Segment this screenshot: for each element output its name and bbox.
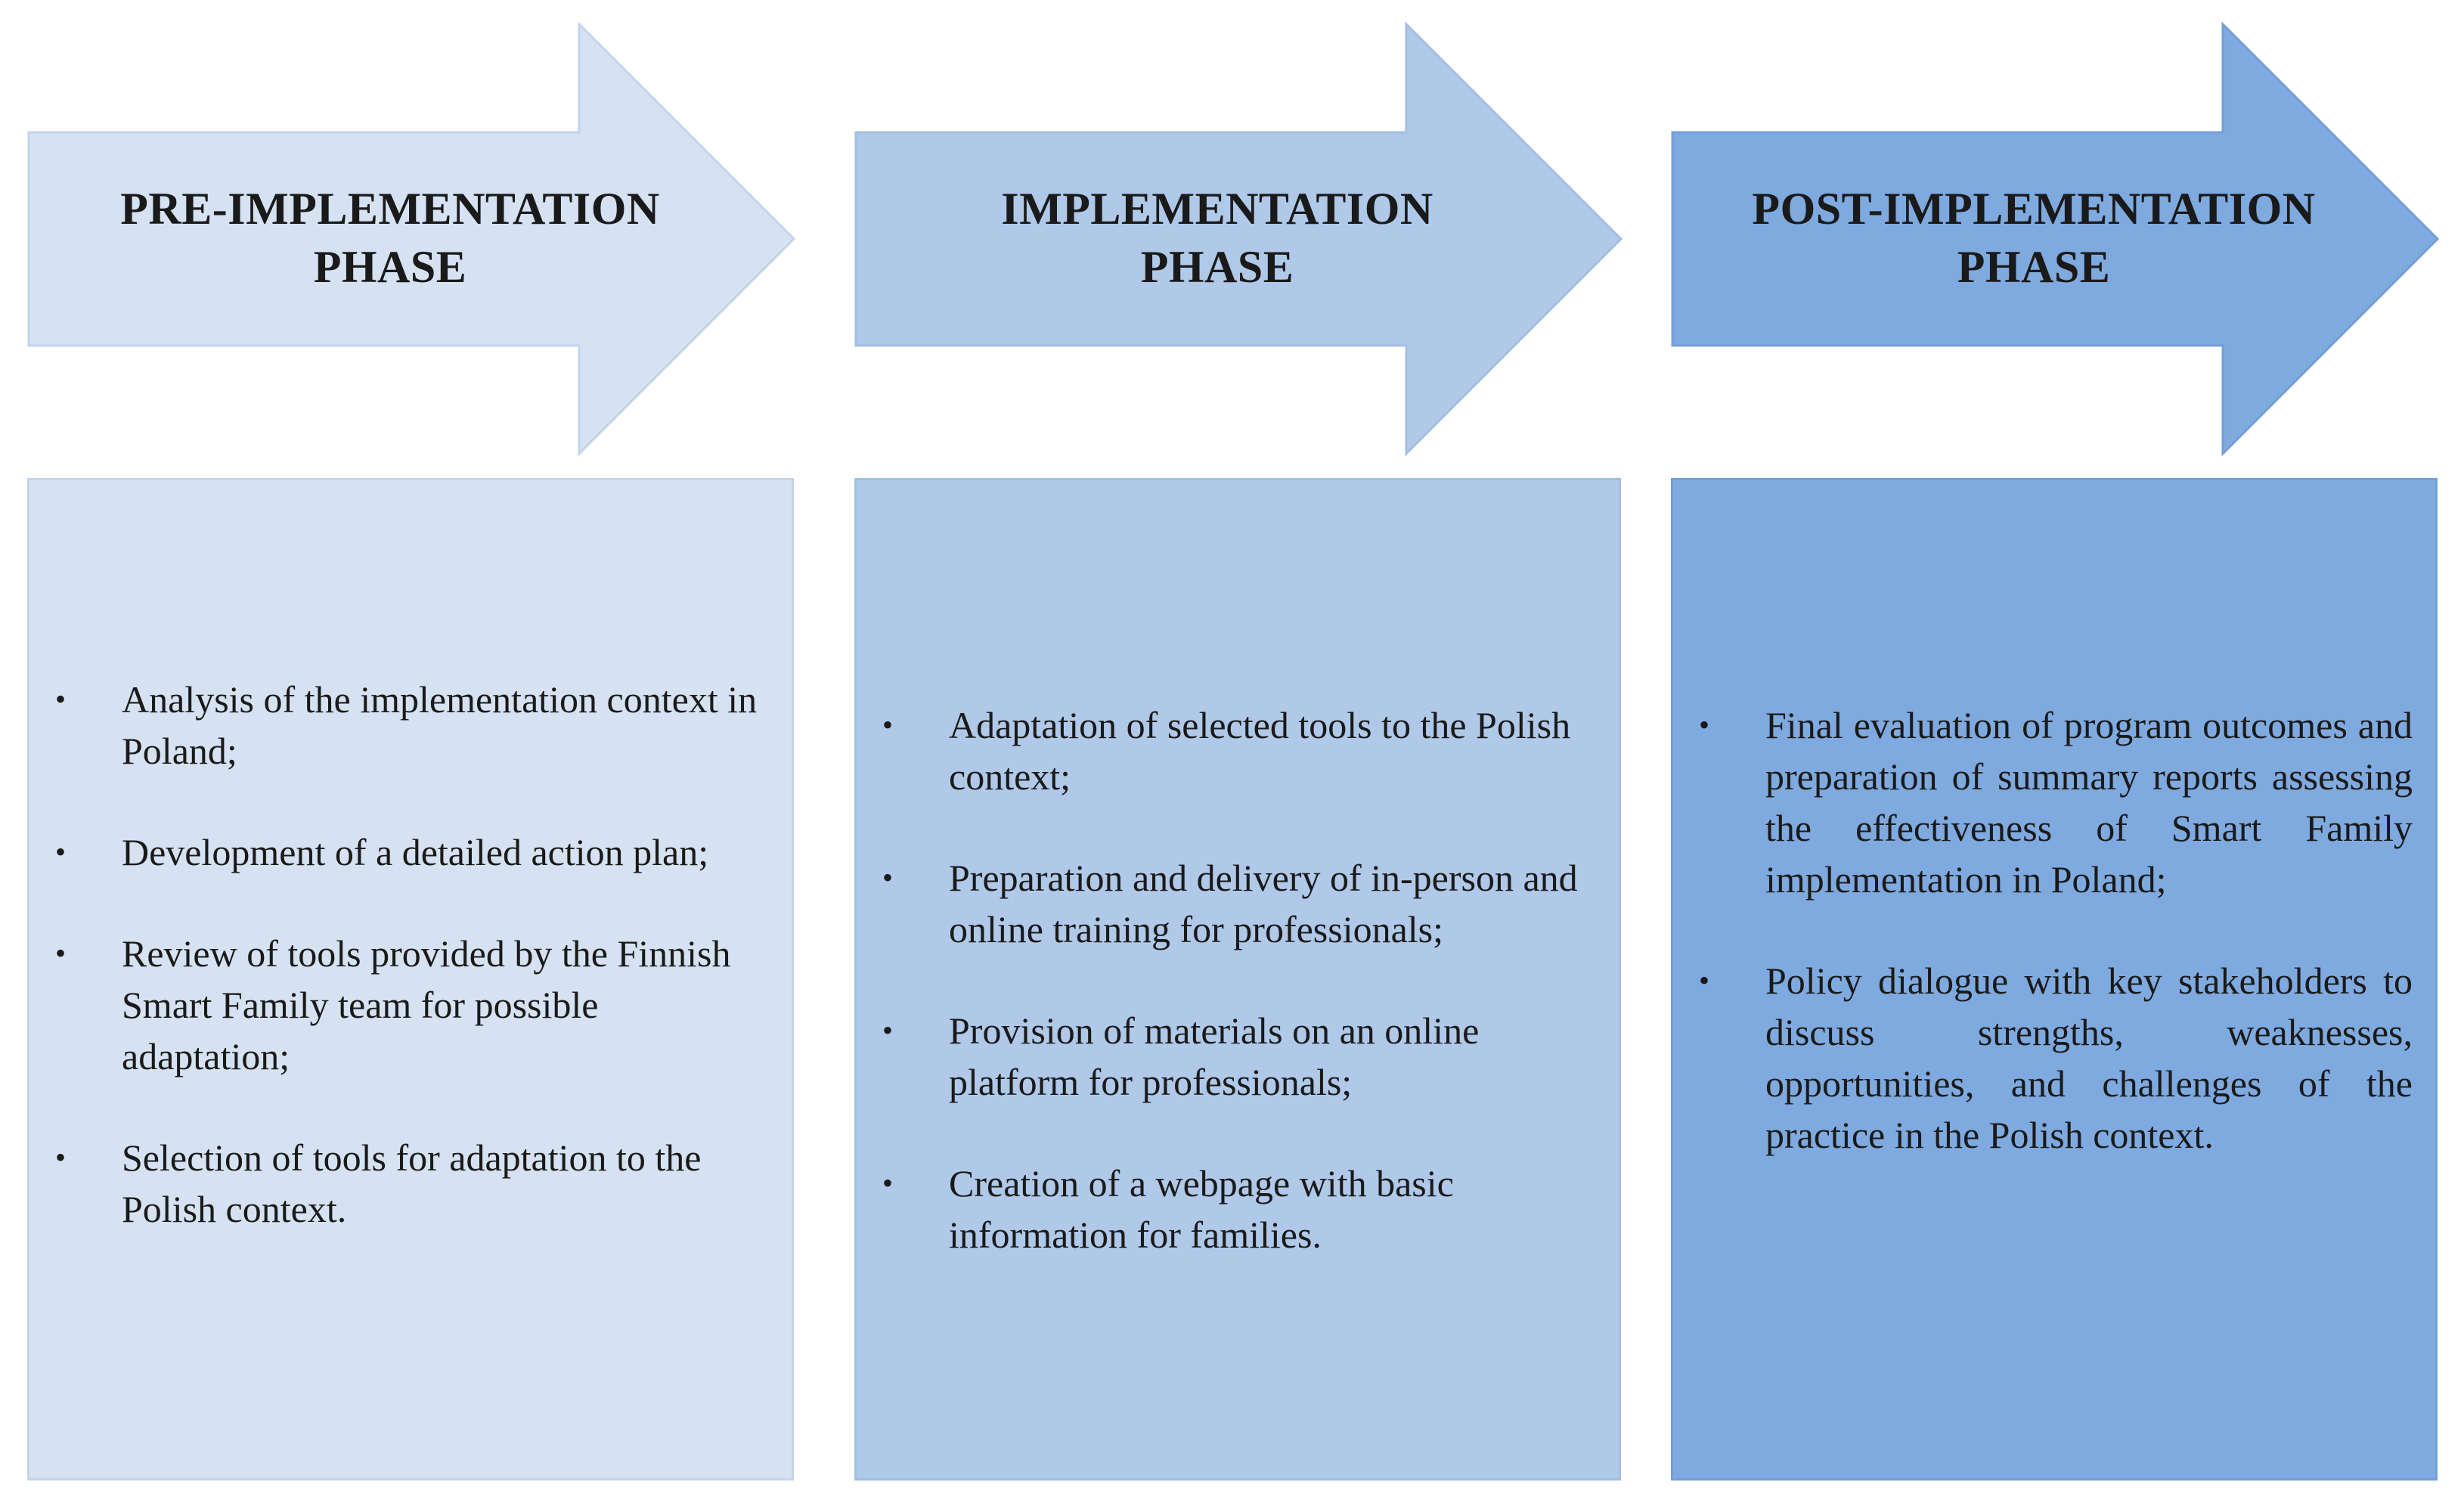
- list-item: • Final evaluation of program outcomes an…: [1673, 699, 2435, 905]
- bullet-icon: •: [1699, 963, 1710, 997]
- list-item: • Preparation and delivery of in-person a…: [857, 852, 1619, 955]
- list-item-text: Analysis of the implementation context i…: [122, 678, 758, 772]
- bullet-icon: •: [55, 936, 67, 970]
- list-item-text: Selection of tools for adaptation to the…: [122, 1136, 702, 1230]
- phase-activity-list: • Final evaluation of program outcomes an…: [1673, 699, 2435, 1161]
- phase-box-post-implementation: • Final evaluation of program outcomes an…: [1671, 478, 2438, 1481]
- list-item: • Adaptation of selected tools to the Pol…: [857, 699, 1619, 802]
- phase-activity-list: • Adaptation of selected tools to the Pol…: [857, 699, 1619, 1260]
- bullet-icon: •: [1699, 708, 1710, 742]
- list-item-text: Final evaluation of program outcomes and…: [1765, 704, 2413, 901]
- phase-box-implementation: • Adaptation of selected tools to the Pol…: [854, 478, 1621, 1481]
- bullet-icon: •: [55, 1140, 67, 1174]
- arrow-polygon: [1671, 21, 2440, 457]
- phase-title-line-2: PHASE: [1140, 242, 1294, 292]
- list-item: • Analysis of the implementation context …: [29, 674, 792, 777]
- bullet-icon: •: [882, 708, 894, 742]
- bullet-icon: •: [55, 835, 67, 869]
- list-item-text: Adaptation of selected tools to the Poli…: [949, 704, 1571, 798]
- arrow-shape-icon: [27, 21, 796, 457]
- bullet-icon: •: [882, 1166, 894, 1200]
- phase-arrow-pre-implementation: PRE-IMPLEMENTATION PHASE: [27, 21, 796, 457]
- arrow-polygon: [854, 21, 1623, 457]
- list-item: • Policy dialogue with key stakeholders t…: [1673, 955, 2435, 1161]
- list-item: • Provision of materials on an online pla…: [857, 1005, 1619, 1108]
- phase-arrow-implementation: IMPLEMENTATION PHASE: [854, 21, 1623, 457]
- list-item-text: Review of tools provided by the Finnish …: [122, 932, 731, 1077]
- list-item-text: Policy dialogue with key stakeholders to…: [1765, 960, 2413, 1156]
- phase-title-line-1: POST-IMPLEMENTATION: [1752, 184, 2316, 234]
- phase-title-line-1: PRE-IMPLEMENTATION: [120, 184, 660, 234]
- bullet-icon: •: [882, 1013, 894, 1047]
- arrow-shape-icon: [854, 21, 1623, 457]
- list-item-text: Creation of a webpage with basic informa…: [949, 1162, 1454, 1256]
- bullet-icon: •: [55, 682, 67, 716]
- bullet-icon: •: [882, 860, 894, 895]
- phase-title: IMPLEMENTATION PHASE: [869, 180, 1565, 296]
- arrow-polygon: [27, 21, 796, 457]
- phase-title-line-1: IMPLEMENTATION: [1001, 184, 1433, 234]
- list-item-text: Preparation and delivery of in-person an…: [949, 857, 1578, 950]
- list-item-text: Development of a detailed action plan;: [122, 831, 709, 873]
- arrow-shape-icon: [1671, 21, 2440, 457]
- phase-title-line-2: PHASE: [1957, 242, 2111, 292]
- phase-box-pre-implementation: • Analysis of the implementation context …: [27, 478, 794, 1481]
- list-item: • Selection of tools for adaptation to th…: [29, 1132, 792, 1235]
- list-item: • Creation of a webpage with basic inform…: [857, 1158, 1619, 1260]
- list-item: • Review of tools provided by the Finnish…: [29, 928, 792, 1082]
- list-item: • Development of a detailed action plan;: [29, 826, 792, 878]
- phase-title: PRE-IMPLEMENTATION PHASE: [42, 180, 738, 296]
- list-item-text: Provision of materials on an online plat…: [949, 1009, 1480, 1103]
- phase-arrow-post-implementation: POST-IMPLEMENTATION PHASE: [1671, 21, 2440, 457]
- phase-title-line-2: PHASE: [313, 242, 467, 292]
- phase-title: POST-IMPLEMENTATION PHASE: [1686, 180, 2382, 296]
- phase-activity-list: • Analysis of the implementation context …: [29, 674, 792, 1235]
